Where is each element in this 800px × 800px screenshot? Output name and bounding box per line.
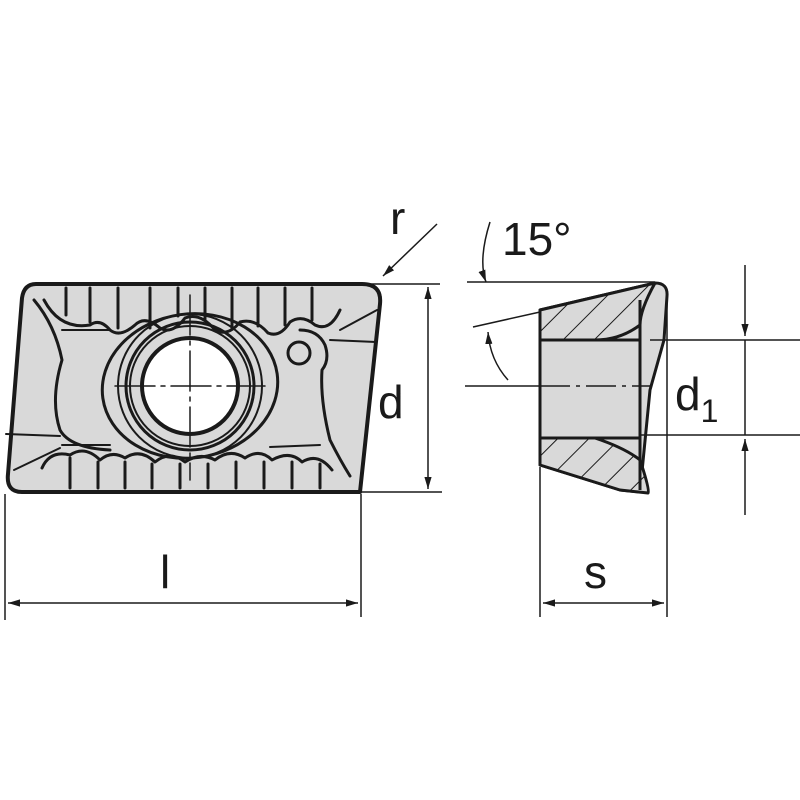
label-d1-subscript: 1 — [701, 393, 719, 429]
label-d1-base: d — [675, 368, 701, 420]
label-r: r — [390, 192, 405, 244]
reference-mark-icon — [286, 340, 312, 366]
label-d: d — [378, 376, 404, 428]
dimension-r — [382, 223, 438, 277]
dimension-l — [4, 494, 362, 620]
dimension-d — [360, 283, 442, 493]
dimension-angle — [467, 221, 655, 381]
chipbreaker-bottom — [40, 449, 334, 472]
dimension-s — [539, 300, 668, 617]
side-section-view — [465, 281, 669, 495]
label-angle: 15° — [502, 213, 572, 265]
label-s: s — [584, 546, 607, 598]
rake-face-left — [32, 298, 112, 452]
bore-section — [538, 338, 642, 440]
label-d1: d1 — [675, 368, 718, 429]
rake-face-right — [298, 328, 352, 478]
chipbreaker-top — [42, 298, 342, 336]
top-view — [5, 282, 383, 494]
label-l: l — [160, 546, 170, 598]
